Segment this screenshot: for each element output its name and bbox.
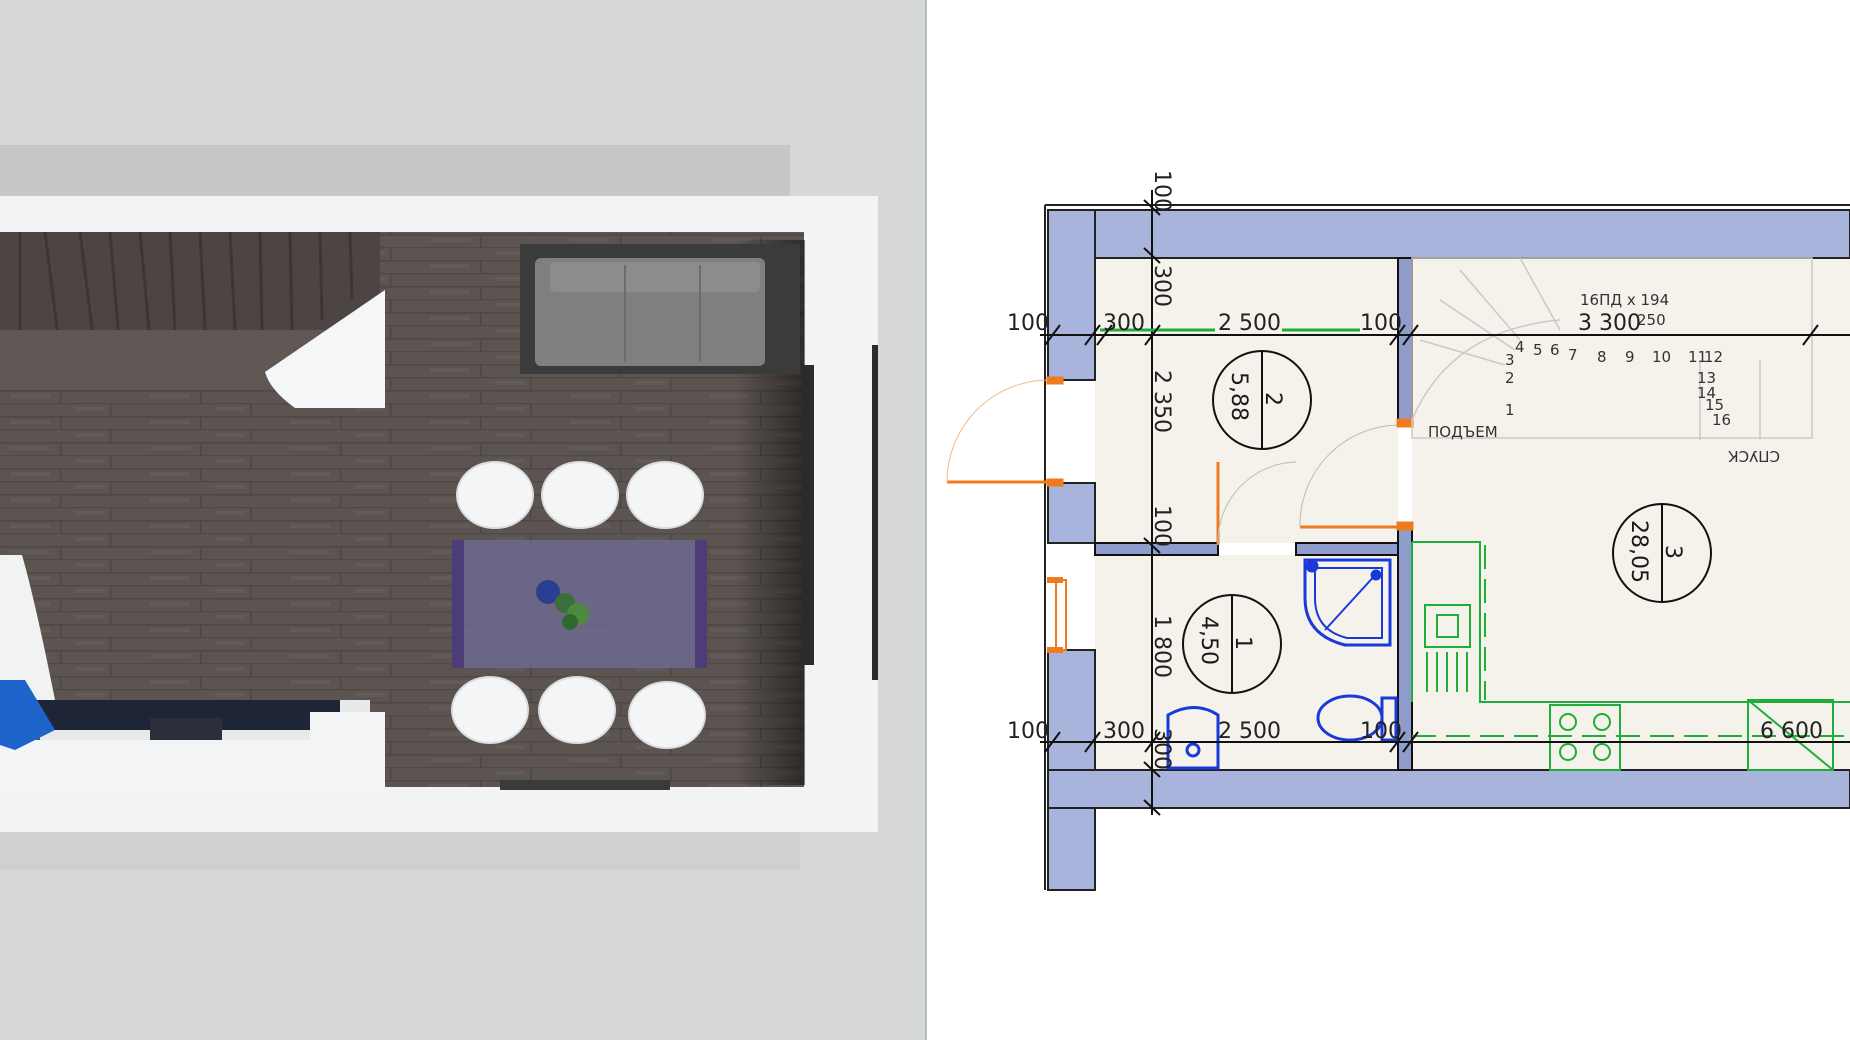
dim-bottom-6600: 6 600: [1760, 719, 1823, 744]
stair-step-11: 11: [1688, 348, 1707, 366]
dim-bottom-300: 300: [1103, 719, 1145, 744]
render-image: [0, 145, 878, 832]
stair-step-4: 4: [1515, 338, 1525, 356]
dim-top-3300: 3 300: [1578, 311, 1641, 336]
ground-shadow: [0, 145, 790, 200]
dim-bottom-100-left: 100: [1007, 719, 1049, 744]
room-3-number: 3: [1660, 545, 1685, 559]
room-2-fill: [1095, 258, 1398, 543]
sink-icon: [1166, 706, 1220, 770]
stair-outline: [1411, 257, 1813, 440]
dim-top-100-right: 100: [1360, 311, 1402, 336]
partition-walls: [1094, 257, 1413, 771]
room-1-fill: [1095, 555, 1398, 770]
kitchen-counter-render: [0, 555, 385, 792]
sofa-render: [520, 244, 800, 374]
window-frame: [802, 365, 814, 665]
dim-bottom-100-right: 100: [1360, 719, 1402, 744]
stair-step-15: 15: [1705, 396, 1724, 414]
dimension-lines: [1040, 190, 1850, 815]
bottom-door: [500, 780, 670, 790]
room-2-area: 5,88: [1226, 372, 1251, 421]
stair-step-3: 3: [1505, 351, 1515, 369]
kitchen-fixtures: [1411, 541, 1850, 771]
outer-walls: [1047, 209, 1850, 891]
stair-step-14: 14: [1697, 384, 1716, 402]
top-wall: [0, 196, 878, 232]
stair-step-9: 9: [1625, 348, 1635, 366]
staircase-render: [0, 231, 385, 408]
dim-top-300: 300: [1103, 311, 1145, 336]
stair-step-numbers: 1 2 3 4 5 6 7 8 9 10 11 12 13 14 15 16: [1505, 338, 1731, 429]
dim-vert-100-top: 100: [1149, 170, 1174, 212]
dim-top-100-left: 100: [1007, 311, 1049, 336]
room-marker-1: 1 4,50: [1182, 594, 1282, 694]
stair-step-7: 7: [1568, 346, 1578, 364]
dim-bottom-2500: 2 500: [1218, 719, 1281, 744]
chairs-render: [451, 461, 706, 749]
stair-down-label: СПУСК: [1728, 447, 1780, 465]
dimension-ticks: [1044, 199, 1819, 816]
stair-step-12: 12: [1704, 348, 1723, 366]
dim-vert-2350: 2 350: [1149, 370, 1174, 433]
dim-vert-1800: 1 800: [1149, 615, 1174, 678]
interior-doors: [1216, 418, 1414, 546]
dim-vert-100-mid: 100: [1149, 505, 1174, 547]
room-marker-2: 2 5,88: [1212, 350, 1312, 450]
room-1-area: 4,50: [1196, 616, 1221, 665]
stair-tread: 250: [1637, 311, 1666, 329]
entrance-door: [946, 376, 1064, 487]
room-marker-3: 3 28,05: [1612, 503, 1712, 603]
dining-table-render: [452, 540, 707, 668]
stair-spec: 16ПД х 194: [1580, 291, 1669, 309]
side-window: [1047, 577, 1067, 653]
dim-vert-300-bottom: 300: [1149, 728, 1174, 770]
stair-step-2: 2: [1505, 369, 1515, 387]
stair-step-6: 6: [1550, 341, 1560, 359]
room-1-number: 1: [1230, 636, 1255, 650]
window-sill: [872, 345, 878, 680]
dim-vert-300: 300: [1149, 265, 1174, 307]
stair-step-8: 8: [1597, 348, 1607, 366]
floor-plan: 1 2 3 4 5 6 7 8 9 10 11 12 13 14 15 16 1…: [927, 0, 1850, 1040]
render-view: [0, 0, 925, 1040]
stair-step-1: 1: [1505, 401, 1515, 419]
floor-plan-drawing: 1 2 3 4 5 6 7 8 9 10 11 12 13 14 15 16 1…: [946, 170, 1850, 891]
stair-step-5: 5: [1533, 341, 1543, 359]
fridge-icon: [1747, 699, 1834, 771]
stair-step-10: 10: [1652, 348, 1671, 366]
stair-step-13: 13: [1697, 369, 1716, 387]
dim-top-2500: 2 500: [1218, 311, 1281, 336]
room-2-number: 2: [1260, 392, 1285, 406]
bathroom-fixtures: [1166, 558, 1398, 770]
stair-step-16: 16: [1712, 411, 1731, 429]
stair-up-label: ПОДЪЕМ: [1428, 423, 1498, 441]
stove-icon: [1549, 704, 1621, 771]
room-3-area: 28,05: [1626, 520, 1651, 583]
panel-divider: [925, 0, 927, 1040]
